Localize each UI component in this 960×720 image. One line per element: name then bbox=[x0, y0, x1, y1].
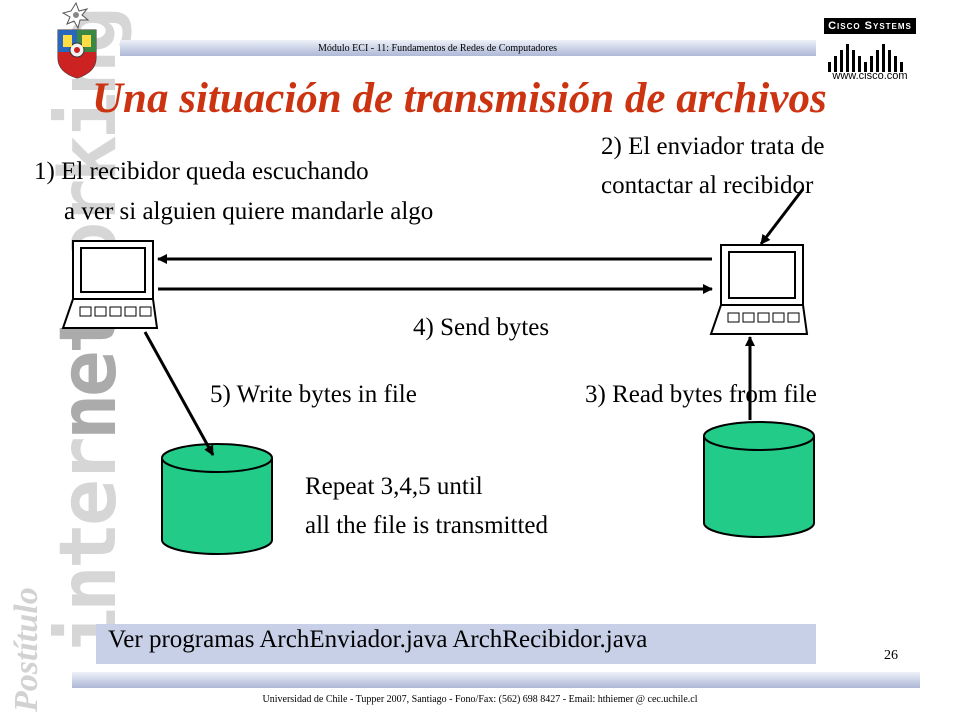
repeat-line2: all the file is transmitted bbox=[305, 512, 548, 539]
sender-file-cylinder bbox=[703, 421, 815, 538]
sender-computer-icon bbox=[709, 244, 809, 335]
receiver-file-cylinder bbox=[161, 443, 273, 555]
note-box bbox=[96, 624, 816, 664]
course-title: Módulo ECI - 11: Fundamentos de Redes de… bbox=[318, 43, 558, 54]
cisco-bars-icon bbox=[828, 44, 903, 72]
note-text: Ver programas ArchEnviador.java ArchReci… bbox=[108, 626, 648, 653]
step5-label: 5) Write bytes in file bbox=[210, 381, 417, 408]
footer-text: Universidad de Chile - Tupper 2007, Sant… bbox=[262, 694, 698, 705]
step3-label: 3) Read bytes from file bbox=[585, 381, 817, 408]
header-bar bbox=[120, 40, 816, 56]
repeat-line1: Repeat 3,4,5 until bbox=[305, 473, 483, 500]
cisco-logo: Cisco Systems www.cisco.com bbox=[824, 18, 916, 84]
step2-line1: 2) El enviador trata de bbox=[601, 133, 825, 160]
cisco-url: www.cisco.com bbox=[832, 70, 908, 82]
step2-pointer-arrow bbox=[759, 188, 805, 245]
step1-line2: a ver si alguien quiere mandarle algo bbox=[64, 198, 434, 225]
slide-title: Una situación de transmisión de archivos bbox=[92, 75, 827, 122]
footer-bar bbox=[72, 672, 920, 688]
step4-label: 4) Send bytes bbox=[413, 314, 550, 341]
write-bytes-arrow bbox=[143, 331, 215, 456]
page-number: 26 bbox=[884, 648, 898, 663]
cisco-logo-text: Cisco Systems bbox=[824, 18, 916, 34]
step1-line1: 1) El recibidor queda escuchando bbox=[34, 158, 369, 185]
receiver-computer-icon bbox=[61, 240, 159, 329]
step2-line2: contactar al recibidor bbox=[601, 172, 814, 199]
